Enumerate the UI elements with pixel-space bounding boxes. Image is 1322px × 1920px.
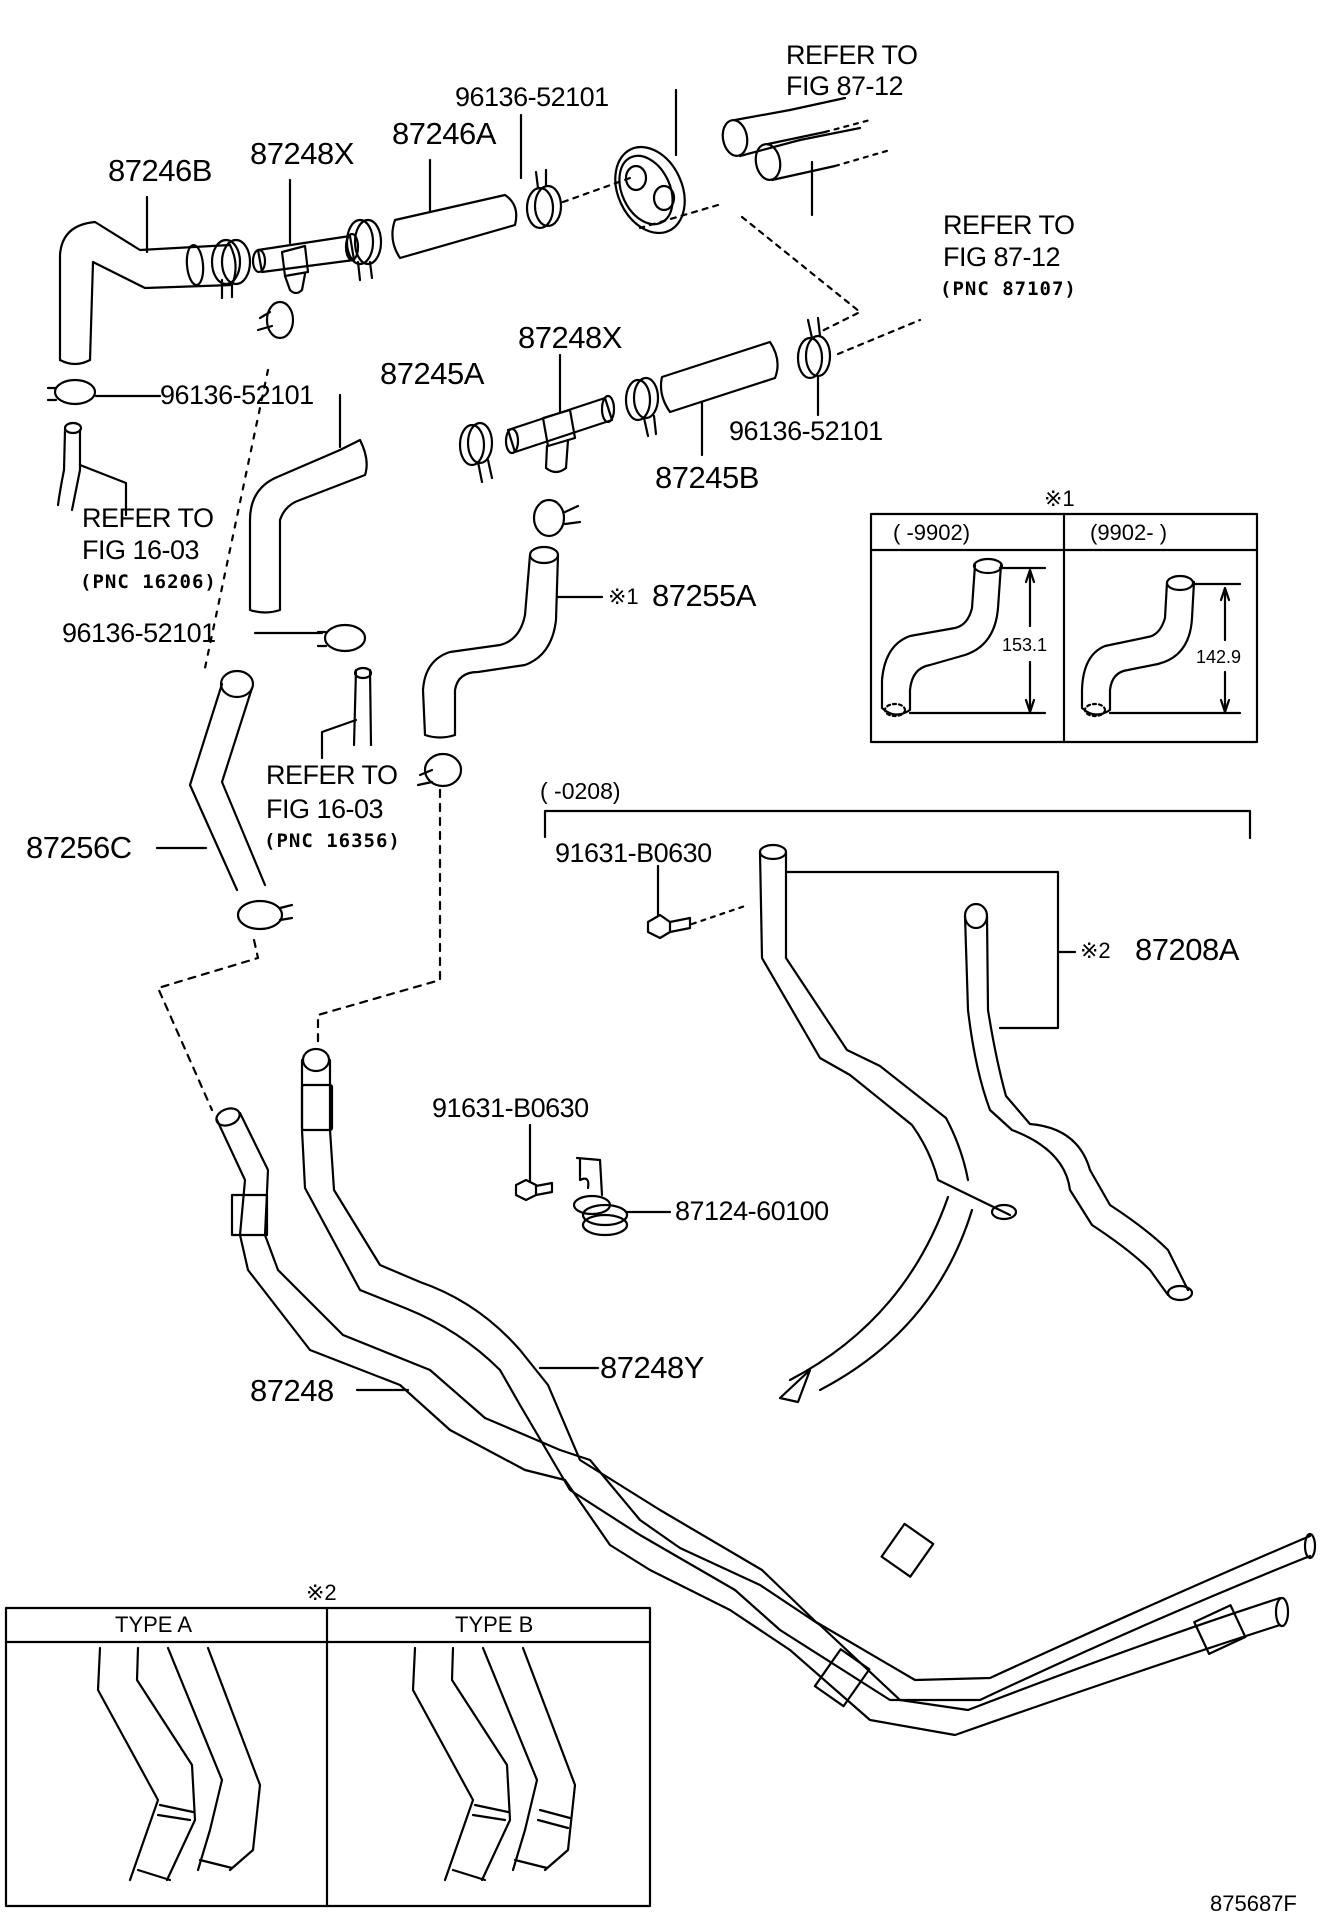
inset-note1-header-left: ( -9902) bbox=[893, 520, 971, 545]
pipe-87208A[interactable] bbox=[758, 843, 1194, 1302]
hose-87256C[interactable] bbox=[155, 669, 267, 892]
bolt-91631-B0630[interactable] bbox=[646, 864, 747, 940]
arrow-indicator bbox=[778, 1195, 974, 1404]
hose-87255A[interactable] bbox=[421, 545, 604, 739]
inset-note2-header-type-b: TYPE B bbox=[455, 1612, 534, 1637]
clip-87124-60100[interactable] bbox=[572, 1156, 672, 1237]
pipe-stub[interactable] bbox=[320, 666, 373, 760]
tee-joint-87248X-top[interactable] bbox=[251, 178, 360, 295]
reference-label-line1: REFER TO bbox=[266, 760, 398, 790]
inset-note1-header-right: (9902- ) bbox=[1090, 520, 1168, 545]
hose-clamp[interactable] bbox=[316, 752, 463, 1047]
part-label-clamp-96136-52101[interactable]: 96136-52101 bbox=[62, 618, 216, 648]
inset-note2 bbox=[4, 1606, 652, 1908]
part-label-87248Y[interactable]: 87248Y bbox=[600, 1350, 704, 1385]
hose-clamp[interactable] bbox=[532, 498, 582, 538]
part-label-bolt-91631-B0630[interactable]: 91631-B0630 bbox=[432, 1093, 589, 1123]
reference-label-line2[interactable]: FIG 87-12 bbox=[943, 242, 1061, 272]
pipe-ends[interactable] bbox=[720, 96, 892, 217]
inset-note1 bbox=[869, 512, 1259, 744]
part-label-87246A[interactable]: 87246A bbox=[392, 116, 496, 151]
hose-87245A[interactable] bbox=[248, 393, 368, 614]
pipe-stub[interactable] bbox=[56, 421, 128, 517]
pipe-87248[interactable] bbox=[214, 1105, 1290, 1737]
part-label-87248X-mid[interactable]: 87248X bbox=[518, 320, 622, 355]
hose-clamp[interactable] bbox=[796, 316, 922, 417]
part-label-clamp-96136-52101[interactable]: 96136-52101 bbox=[455, 82, 609, 112]
part-label-87208A[interactable]: 87208A bbox=[1135, 932, 1239, 967]
part-label-87245A[interactable]: 87245A bbox=[380, 356, 484, 391]
tee-joint-87248X-mid[interactable] bbox=[504, 353, 616, 474]
dimension-right: 142.9 bbox=[1196, 647, 1242, 667]
part-label-87124-60100[interactable]: 87124-60100 bbox=[675, 1196, 829, 1226]
note1-marker: ※1 bbox=[608, 584, 639, 609]
hose-clamp[interactable] bbox=[458, 421, 494, 484]
note2-marker: ※2 bbox=[1080, 938, 1111, 963]
part-label-87248[interactable]: 87248 bbox=[250, 1373, 334, 1408]
hose-clamp[interactable] bbox=[345, 218, 383, 282]
hose-clamp[interactable] bbox=[519, 113, 632, 230]
part-label-clamp-96136-52101[interactable]: 96136-52101 bbox=[160, 380, 314, 410]
hose-87246A[interactable] bbox=[391, 158, 518, 260]
part-label-87248X-top[interactable]: 87248X bbox=[250, 136, 354, 171]
reference-label-line2[interactable]: FIG 16-03 bbox=[266, 794, 384, 824]
inset-note2-title: ※2 bbox=[306, 1580, 337, 1605]
reference-pnc: (PNC 87107) bbox=[940, 278, 1077, 300]
part-label-87255A[interactable]: 87255A bbox=[652, 578, 756, 613]
reference-label-line2[interactable]: FIG 16-03 bbox=[82, 535, 200, 565]
hose-clamp[interactable] bbox=[256, 300, 295, 340]
figure-id: 875687F bbox=[1210, 1891, 1297, 1916]
reference-pnc: (PNC 16206) bbox=[80, 571, 217, 593]
range-bracket-label: ( -0208) bbox=[540, 778, 621, 804]
range-bracket bbox=[543, 809, 1252, 840]
hose-clamp[interactable] bbox=[253, 623, 367, 653]
part-label-clamp-96136-52101[interactable]: 96136-52101 bbox=[729, 416, 883, 446]
reference-label-line1: REFER TO bbox=[786, 40, 918, 70]
grommet[interactable] bbox=[602, 88, 698, 244]
hose-clamp[interactable] bbox=[210, 238, 252, 300]
hose-clamp[interactable] bbox=[624, 376, 660, 438]
part-label-87256C[interactable]: 87256C bbox=[26, 830, 132, 865]
reference-label-line1: REFER TO bbox=[943, 210, 1075, 240]
reference-label-line1: REFER TO bbox=[82, 503, 214, 533]
reference-label-line2[interactable]: FIG 87-12 bbox=[786, 71, 904, 101]
bolt-91631-B0630[interactable] bbox=[514, 1123, 554, 1202]
reference-pnc: (PNC 16356) bbox=[264, 830, 401, 852]
inset-note1-title: ※1 bbox=[1044, 486, 1075, 511]
part-label-87245B[interactable]: 87245B bbox=[655, 460, 759, 495]
part-label-87246B[interactable]: 87246B bbox=[108, 153, 212, 188]
dimension-left: 153.1 bbox=[1002, 635, 1048, 655]
hose-87246B[interactable] bbox=[58, 195, 237, 366]
inset-note2-header-type-a: TYPE A bbox=[115, 1612, 193, 1637]
part-label-bolt-91631-B0630[interactable]: 91631-B0630 bbox=[555, 838, 712, 868]
hose-clamp[interactable] bbox=[46, 378, 162, 406]
hose-clamp[interactable] bbox=[156, 899, 294, 1112]
hose-87245B[interactable] bbox=[659, 340, 779, 457]
